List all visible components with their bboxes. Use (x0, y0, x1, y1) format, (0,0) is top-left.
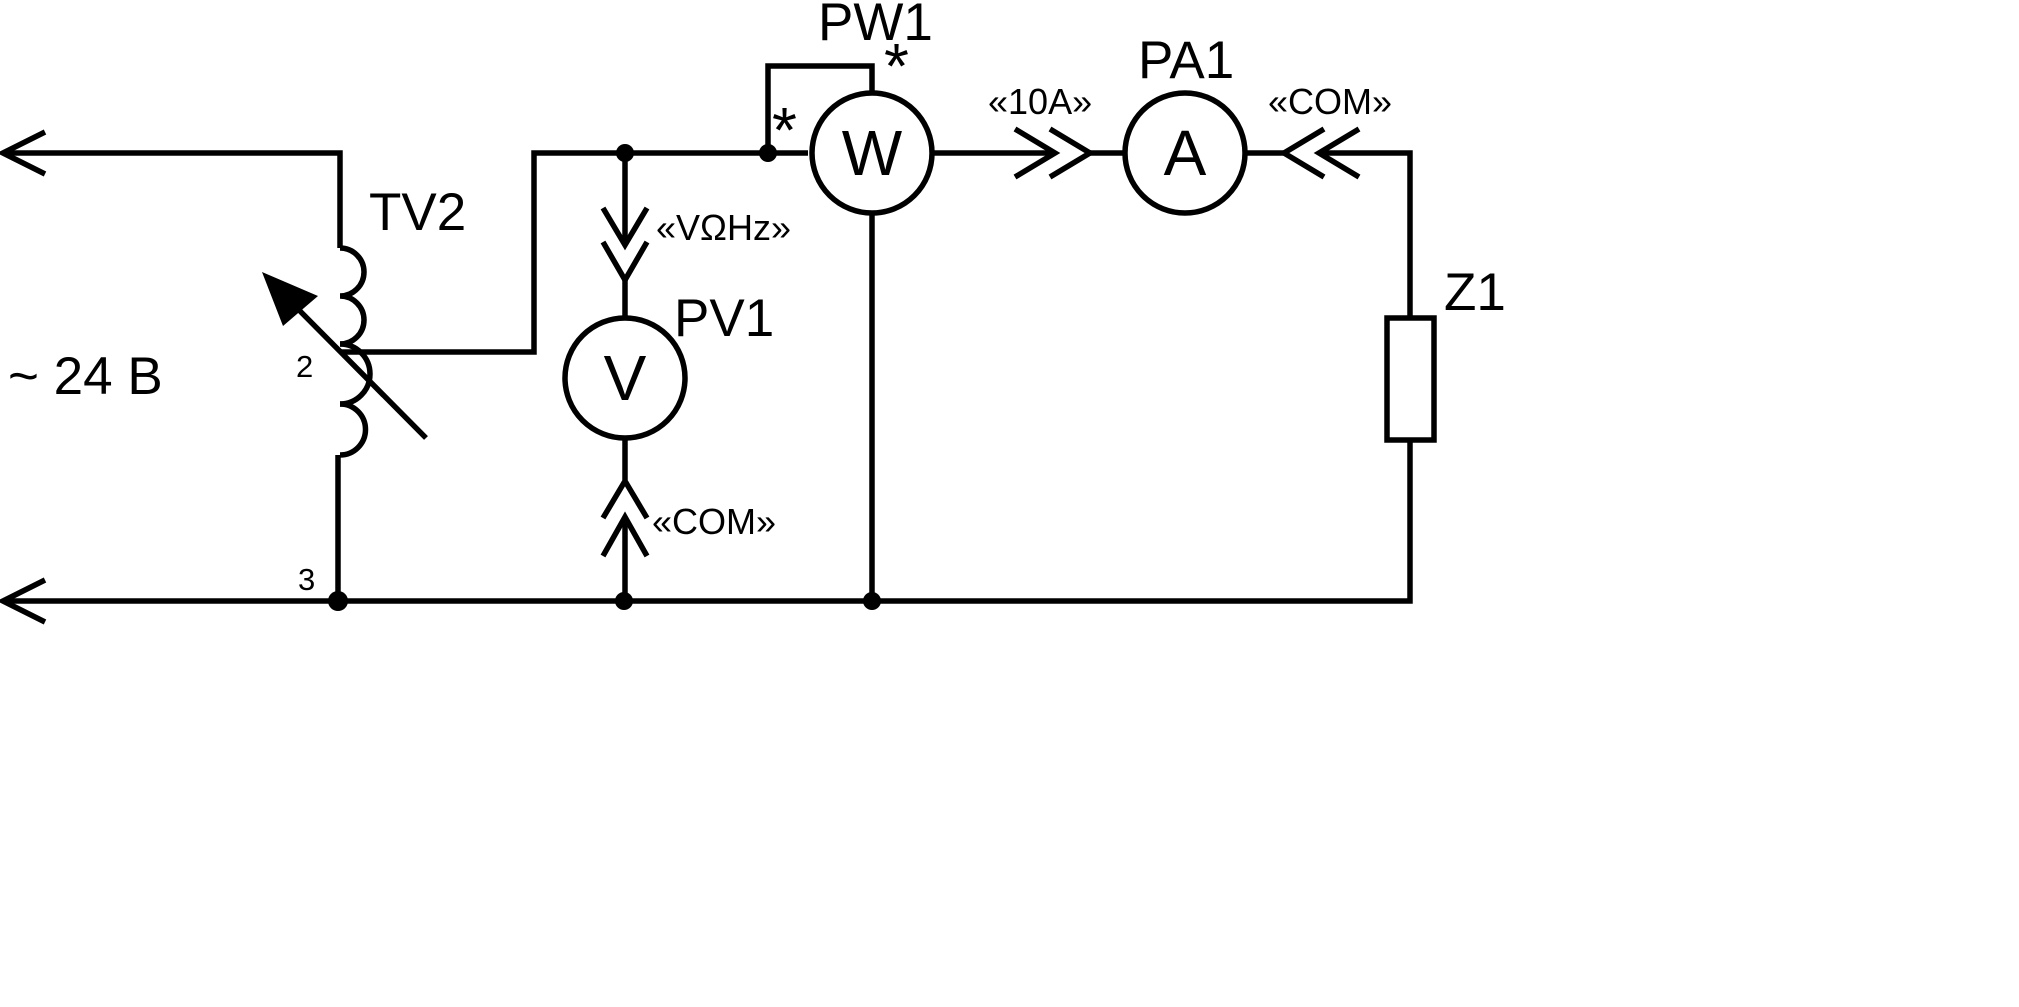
transformer-tap-label: 2 (296, 349, 313, 384)
ammeter-symbol: A (1164, 117, 1207, 189)
ammeter-input-terminal-label: «10A» (988, 81, 1092, 122)
wattmeter-voltage-star: * (772, 94, 797, 166)
load-resistor (1384, 315, 1437, 443)
source-label: ~ 24 В (8, 347, 163, 406)
ammeter-input-connector (932, 126, 1125, 180)
voltmeter-label: PV1 (674, 289, 774, 348)
voltmeter-branch (562, 153, 688, 601)
transformer-winding (335, 245, 373, 601)
wire-bottom-return (3, 442, 1413, 604)
ammeter-com-terminal-label: «COM» (1268, 81, 1392, 122)
voltmeter-symbol: V (604, 342, 647, 414)
transformer-variable-arrow (262, 272, 428, 440)
transformer-label: TV2 (369, 183, 466, 242)
wattmeter-voltage-loop (765, 63, 875, 153)
wattmeter-label: PW1 (818, 0, 933, 52)
wire-transformer-tap (340, 150, 808, 355)
wattmeter-current-star: * (884, 30, 909, 102)
wire-source-top (3, 150, 343, 248)
junction-dot-transformer-bottom (328, 591, 348, 611)
voltmeter-com-terminal-label: «COM» (652, 501, 776, 542)
load-label: Z1 (1444, 263, 1506, 322)
wattmeter-symbol: W (842, 117, 903, 189)
voltmeter-input-terminal-label: «VΩHz» (656, 207, 791, 248)
transformer-bottom-label: 3 (298, 562, 315, 597)
ammeter-label: PA1 (1138, 31, 1234, 90)
ammeter-com-connector (1245, 126, 1413, 318)
